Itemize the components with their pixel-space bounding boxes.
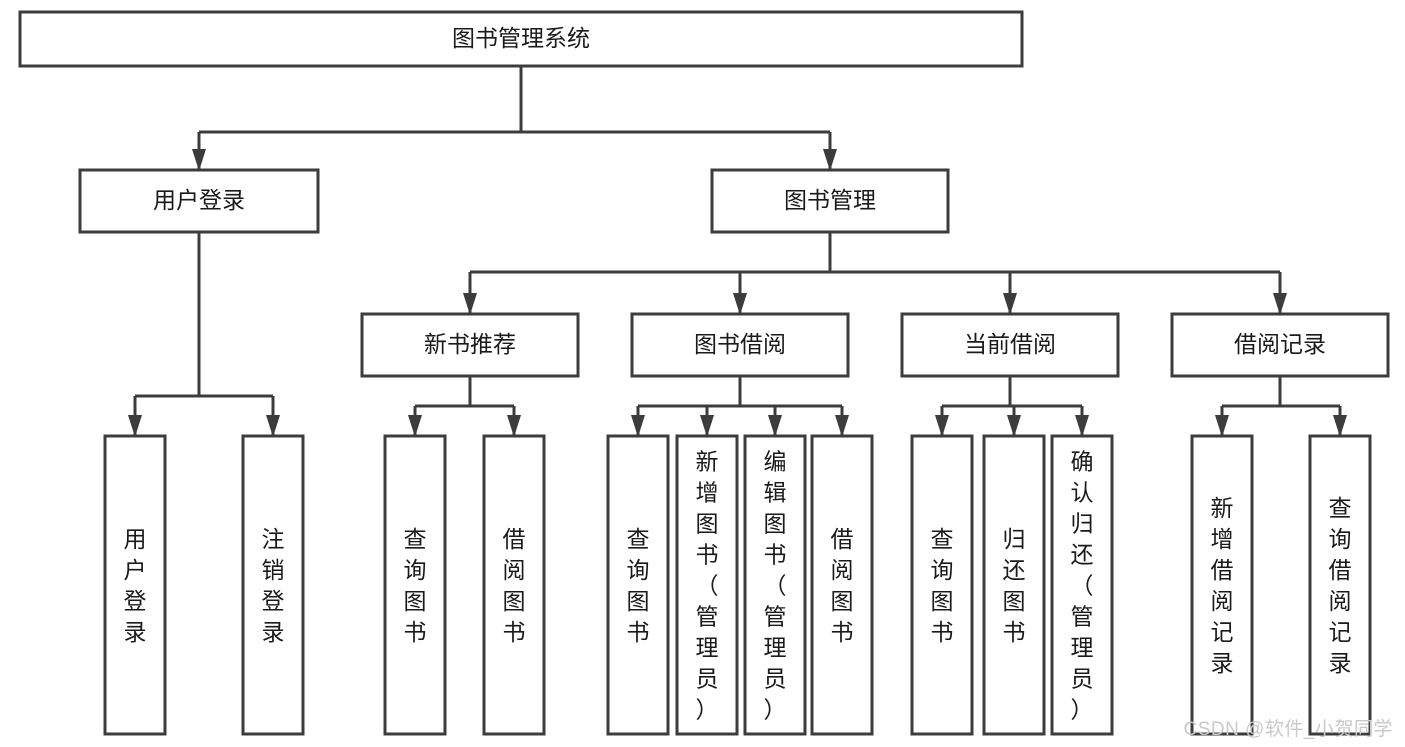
node-label-book-management: 图书管理: [784, 187, 876, 213]
node-box-leaf-query-book-nbr: [383, 434, 447, 736]
node-label-user-login: 用户登录: [153, 187, 245, 213]
node-label-leaf-user-login: 用户登录: [124, 526, 147, 645]
arrow-head-leaf-query-book-cb: [935, 415, 949, 437]
node-leaf-return-book[interactable]: 归还图书: [982, 434, 1046, 736]
node-label-leaf-query-book-bb: 查询图书: [627, 526, 650, 645]
node-leaf-add-book[interactable]: 新增图书（管理员）: [675, 434, 739, 736]
node-book-management[interactable]: 图书管理: [710, 168, 950, 234]
node-box-leaf-return-book: [982, 434, 1046, 736]
node-box-leaf-user-login: [103, 434, 167, 736]
node-borrow-record[interactable]: 借阅记录: [1170, 312, 1390, 378]
connector-layer: [128, 66, 1347, 437]
node-leaf-query-book-bb[interactable]: 查询图书: [606, 434, 670, 736]
node-root[interactable]: 图书管理系统: [18, 10, 1024, 68]
arrow-head-book-borrow: [733, 293, 747, 315]
node-user-login[interactable]: 用户登录: [78, 168, 320, 234]
node-label-leaf-query-record: 查询借阅记录: [1329, 495, 1352, 676]
arrow-head-leaf-add-book: [700, 415, 714, 437]
node-box-leaf-borrow-book-nbr: [482, 434, 546, 736]
arrow-head-leaf-logout: [266, 415, 280, 437]
node-label-leaf-logout: 注销登录: [262, 526, 285, 645]
node-box-leaf-add-record: [1190, 434, 1254, 736]
node-leaf-edit-book[interactable]: 编辑图书（管理员）: [743, 434, 807, 736]
watermark-text: CSDN @软件_小贺同学: [1183, 719, 1393, 740]
node-leaf-add-record[interactable]: 新增借阅记录: [1190, 434, 1254, 736]
node-box-leaf-logout: [241, 434, 305, 736]
node-leaf-borrow-book-bb[interactable]: 借阅图书: [810, 434, 874, 736]
node-box-new-book-recommend: [360, 312, 580, 378]
node-label-leaf-edit-book: 编辑图书（管理员）: [764, 449, 787, 723]
arrow-head-leaf-query-book-bb: [631, 415, 645, 437]
node-leaf-query-record[interactable]: 查询借阅记录: [1308, 434, 1372, 736]
node-label-leaf-return-book: 归还图书: [1003, 526, 1026, 645]
node-box-leaf-edit-book: [743, 434, 807, 736]
arrow-head-leaf-return-book: [1007, 415, 1021, 437]
node-label-leaf-confirm-return: 确认归还（管理员）: [1071, 449, 1094, 723]
arrow-head-leaf-query-record: [1333, 415, 1347, 437]
arrow-head-leaf-add-record: [1215, 415, 1229, 437]
node-label-book-borrow: 图书借阅: [694, 331, 786, 357]
arrow-head-current-borrow: [1003, 293, 1017, 315]
node-label-leaf-add-record: 新增借阅记录: [1211, 495, 1234, 676]
node-new-book-recommend[interactable]: 新书推荐: [360, 312, 580, 378]
node-box-leaf-query-book-bb: [606, 434, 670, 736]
node-leaf-query-book-cb[interactable]: 查询图书: [910, 434, 974, 736]
node-label-current-borrow: 当前借阅: [964, 331, 1056, 357]
node-leaf-confirm-return[interactable]: 确认归还（管理员）: [1050, 434, 1114, 736]
node-box-leaf-borrow-book-bb: [810, 434, 874, 736]
arrow-head-user-login: [192, 149, 206, 171]
arrow-head-borrow-record: [1273, 293, 1287, 315]
node-label-leaf-add-book: 新增图书（管理员）: [696, 449, 719, 723]
node-label-borrow-record: 借阅记录: [1234, 331, 1326, 357]
node-box-leaf-query-record: [1308, 434, 1372, 736]
arrow-head-leaf-borrow-book-bb: [835, 415, 849, 437]
node-label-new-book-recommend: 新书推荐: [424, 331, 516, 357]
node-leaf-query-book-nbr[interactable]: 查询图书: [383, 434, 447, 736]
node-box-borrow-record: [1170, 312, 1390, 378]
arrow-head-book-management: [823, 149, 837, 171]
node-label-root: 图书管理系统: [452, 25, 590, 51]
node-box-leaf-confirm-return: [1050, 434, 1114, 736]
arrow-head-leaf-edit-book: [768, 415, 782, 437]
node-label-leaf-query-book-cb: 查询图书: [931, 526, 954, 645]
node-box-root: [18, 10, 1024, 68]
node-layer: 图书管理系统用户登录图书管理新书推荐图书借阅当前借阅借阅记录用户登录注销登录查询…: [18, 10, 1390, 736]
node-box-book-management: [710, 168, 950, 234]
arrow-head-leaf-query-book-nbr: [408, 415, 422, 437]
node-box-user-login: [78, 168, 320, 234]
node-leaf-borrow-book-nbr[interactable]: 借阅图书: [482, 434, 546, 736]
node-current-borrow[interactable]: 当前借阅: [900, 312, 1120, 378]
node-leaf-logout[interactable]: 注销登录: [241, 434, 305, 736]
node-box-current-borrow: [900, 312, 1120, 378]
node-label-leaf-query-book-nbr: 查询图书: [404, 526, 427, 645]
node-label-leaf-borrow-book-nbr: 借阅图书: [503, 526, 526, 645]
arrow-head-leaf-user-login: [128, 415, 142, 437]
node-box-leaf-query-book-cb: [910, 434, 974, 736]
node-box-book-borrow: [630, 312, 850, 378]
node-box-leaf-add-book: [675, 434, 739, 736]
arrow-head-new-book-recommend: [463, 293, 477, 315]
node-leaf-user-login[interactable]: 用户登录: [103, 434, 167, 736]
node-book-borrow[interactable]: 图书借阅: [630, 312, 850, 378]
arrow-head-leaf-confirm-return: [1075, 415, 1089, 437]
node-label-leaf-borrow-book-bb: 借阅图书: [831, 526, 854, 645]
arrow-head-leaf-borrow-book-nbr: [507, 415, 521, 437]
